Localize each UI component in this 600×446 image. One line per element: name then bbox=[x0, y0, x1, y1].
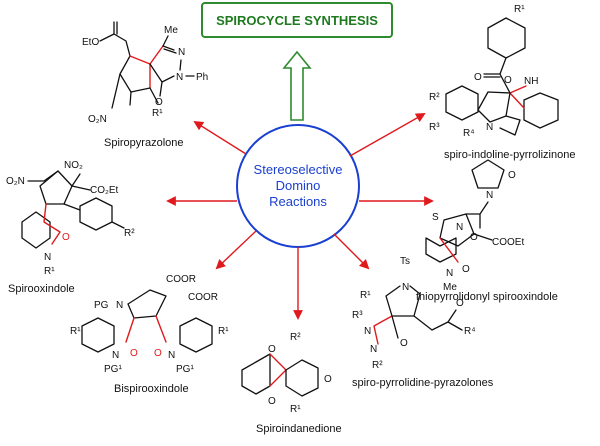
svg-text:R¹: R¹ bbox=[44, 266, 55, 277]
svg-text:N: N bbox=[486, 122, 493, 133]
svg-text:R¹: R¹ bbox=[218, 326, 229, 337]
svg-text:R¹: R¹ bbox=[152, 108, 163, 119]
label-spiropyrazolone: Spiropyrazolone bbox=[104, 137, 184, 149]
svg-text:COOR: COOR bbox=[166, 274, 196, 285]
svg-text:N: N bbox=[112, 350, 119, 361]
svg-text:N: N bbox=[116, 300, 123, 311]
svg-text:R¹: R¹ bbox=[70, 326, 81, 337]
label-bispirooxindole: Bispirooxindole bbox=[114, 383, 189, 395]
svg-text:PG¹: PG¹ bbox=[104, 364, 122, 375]
svg-text:O₂N: O₂N bbox=[6, 176, 25, 187]
svg-text:R⁴: R⁴ bbox=[463, 128, 475, 139]
structure-spirooxindole: NO₂ O₂N CO₂Et R² O N R¹ Spirooxindole bbox=[6, 160, 135, 295]
svg-text:N: N bbox=[168, 350, 175, 361]
center-line-1: Stereoselective bbox=[254, 162, 343, 177]
svg-text:O: O bbox=[474, 72, 482, 83]
svg-text:CO₂Et: CO₂Et bbox=[90, 185, 119, 196]
svg-text:O: O bbox=[462, 264, 470, 275]
svg-text:Me: Me bbox=[443, 282, 457, 293]
svg-text:N: N bbox=[402, 282, 409, 293]
svg-text:COOR: COOR bbox=[188, 292, 218, 303]
arrow-pyrrolizinone bbox=[349, 113, 426, 157]
svg-text:R²: R² bbox=[124, 228, 135, 239]
label-pyrrolizinone: spiro-indoline-pyrrolizinone bbox=[444, 149, 575, 161]
svg-text:O: O bbox=[154, 348, 162, 359]
svg-text:R⁴: R⁴ bbox=[464, 326, 476, 337]
svg-text:NH: NH bbox=[524, 76, 538, 87]
structure-pyrazolones: Ts N R¹ R³ N N R² O O R⁴ spiro-pyrrolidi… bbox=[352, 256, 494, 389]
svg-text:O: O bbox=[130, 348, 138, 359]
label-pyrazolones: spiro-pyrrolidine-pyrazolones bbox=[352, 377, 494, 389]
label-spiroindanedione: Spiroindanedione bbox=[256, 423, 342, 435]
structure-spiroindanedione: R² O O O R¹ Spiroindanedione bbox=[241, 332, 342, 435]
structure-thio: O N O N S COOEt O N Me thiopyrrolidonyl … bbox=[416, 159, 558, 303]
svg-text:O: O bbox=[508, 170, 516, 181]
svg-text:R²: R² bbox=[290, 332, 301, 343]
svg-text:N: N bbox=[486, 190, 493, 201]
center-line-3: Reactions bbox=[269, 194, 327, 209]
structure-spiropyrazolone: EtO N N Ph O Me O₂N R¹ Spiropyrazolone bbox=[82, 21, 208, 149]
up-arrow bbox=[282, 50, 312, 121]
svg-text:R³: R³ bbox=[352, 310, 363, 321]
svg-text:Ph: Ph bbox=[196, 72, 208, 83]
svg-text:R¹: R¹ bbox=[514, 4, 525, 15]
svg-text:Ts: Ts bbox=[400, 256, 410, 267]
svg-text:O₂N: O₂N bbox=[88, 114, 107, 125]
svg-text:O: O bbox=[62, 232, 70, 243]
svg-text:N: N bbox=[176, 72, 183, 83]
svg-text:N: N bbox=[178, 47, 185, 58]
structure-pyrrolizinone: R¹ O NH O N R² R³ R⁴ spiro-indoline-pyrr… bbox=[429, 4, 575, 161]
svg-text:O: O bbox=[324, 374, 332, 385]
svg-text:S: S bbox=[432, 212, 439, 223]
svg-text:PG: PG bbox=[94, 300, 109, 311]
svg-text:Me: Me bbox=[164, 25, 178, 36]
arrow-pyrazolones bbox=[333, 233, 370, 270]
svg-text:N: N bbox=[44, 252, 51, 263]
svg-text:N: N bbox=[446, 268, 453, 279]
center-circle: Stereoselective Domino Reactions bbox=[236, 124, 360, 248]
svg-text:R¹: R¹ bbox=[360, 290, 371, 301]
center-line-2: Domino bbox=[276, 178, 321, 193]
svg-text:N: N bbox=[370, 344, 377, 355]
svg-text:O: O bbox=[268, 344, 276, 355]
reaction-arrows bbox=[166, 113, 434, 320]
atom-eto: EtO bbox=[82, 37, 99, 48]
svg-text:O: O bbox=[155, 97, 163, 108]
svg-text:R²: R² bbox=[429, 92, 440, 103]
structure-bispirooxindole: COOR COOR PG N R¹ N PG¹ O R¹ N PG¹ O Bis… bbox=[70, 274, 229, 395]
label-spirooxindole: Spirooxindole bbox=[8, 283, 75, 295]
svg-text:N: N bbox=[364, 326, 371, 337]
svg-text:N: N bbox=[456, 222, 463, 233]
title-text: SPIROCYCLE SYNTHESIS bbox=[216, 13, 378, 28]
svg-text:PG¹: PG¹ bbox=[176, 364, 194, 375]
svg-text:O: O bbox=[268, 396, 276, 407]
svg-text:O: O bbox=[504, 75, 512, 86]
svg-text:COOEt: COOEt bbox=[492, 237, 524, 248]
svg-text:O: O bbox=[470, 232, 478, 243]
title-box: SPIROCYCLE SYNTHESIS bbox=[201, 2, 393, 38]
svg-text:O: O bbox=[456, 298, 464, 309]
arrow-spiropyrazolone bbox=[193, 120, 247, 155]
arrow-bispirooxindole bbox=[215, 230, 257, 270]
svg-text:R³: R³ bbox=[429, 122, 440, 133]
svg-text:NO₂: NO₂ bbox=[64, 160, 83, 171]
svg-text:R²: R² bbox=[372, 360, 383, 371]
svg-text:R¹: R¹ bbox=[290, 404, 301, 415]
label-thio: thiopyrrolidonyl spirooxindole bbox=[416, 291, 558, 303]
svg-text:O: O bbox=[400, 338, 408, 349]
